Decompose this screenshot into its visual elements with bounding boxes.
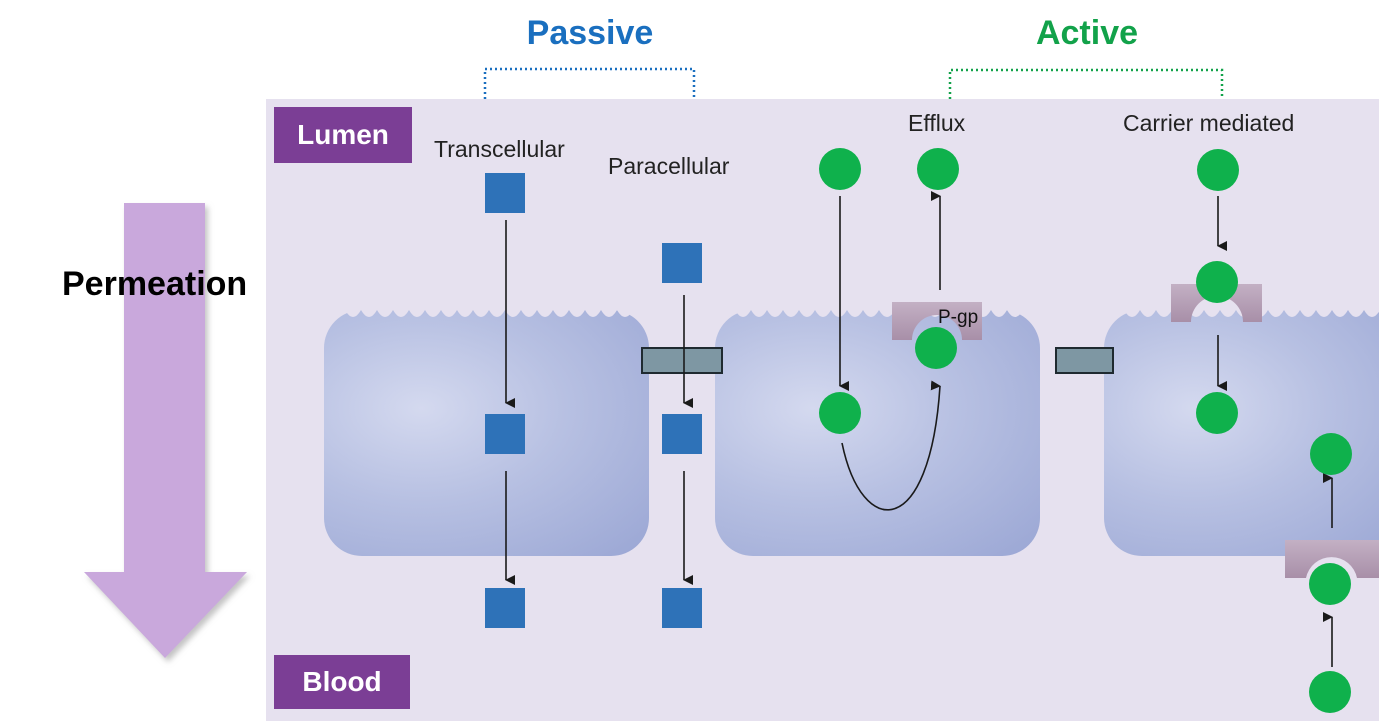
blood-tag: Blood [274, 655, 410, 709]
efflux-molecule-expelled [917, 148, 959, 190]
active-heading: Active [1035, 14, 1139, 52]
passive-heading: Passive [526, 14, 654, 52]
basolateral-molecule-cell [1310, 433, 1352, 475]
epithelial-cell-2 [715, 310, 1040, 556]
passive-bracket [483, 67, 696, 99]
basolateral-carrier [1285, 540, 1379, 578]
transcellular-molecule-blood [485, 588, 525, 628]
paracellular-molecule-lumen [662, 243, 702, 283]
tight-junction-1 [641, 347, 723, 374]
basolateral-molecule-blood [1309, 671, 1351, 713]
pgp-transporter [892, 302, 982, 340]
paracellular-label: Paracellular [608, 153, 730, 179]
efflux-molecule-lumen [819, 148, 861, 190]
efflux-molecule-cell [819, 392, 861, 434]
carrier-molecule-lumen [1197, 149, 1239, 191]
pgp-label: P-gp [938, 307, 979, 328]
tight-junction-2 [1055, 347, 1114, 374]
permeation-label: Permeation [62, 265, 248, 303]
transcellular-molecule-cell [485, 414, 525, 454]
paracellular-molecule-junction [662, 414, 702, 454]
efflux-curve-arrow [841, 380, 941, 511]
paracellular-molecule-blood [662, 588, 702, 628]
uptake-carrier [1171, 284, 1262, 322]
basolateral-molecule-bound [1309, 563, 1351, 605]
active-bracket [948, 68, 1224, 99]
microvilli-wave [345, 310, 633, 317]
transcellular-label: Transcellular [434, 136, 565, 162]
lumen-tag: Lumen [274, 107, 412, 163]
efflux-label: Efflux [908, 110, 966, 136]
efflux-molecule-bound [915, 327, 957, 369]
carrier-mediated-label: Carrier mediated [1123, 110, 1295, 136]
carrier-molecule-bound [1196, 261, 1238, 303]
carrier-molecule-cell [1196, 392, 1238, 434]
transcellular-molecule-lumen [485, 173, 525, 213]
